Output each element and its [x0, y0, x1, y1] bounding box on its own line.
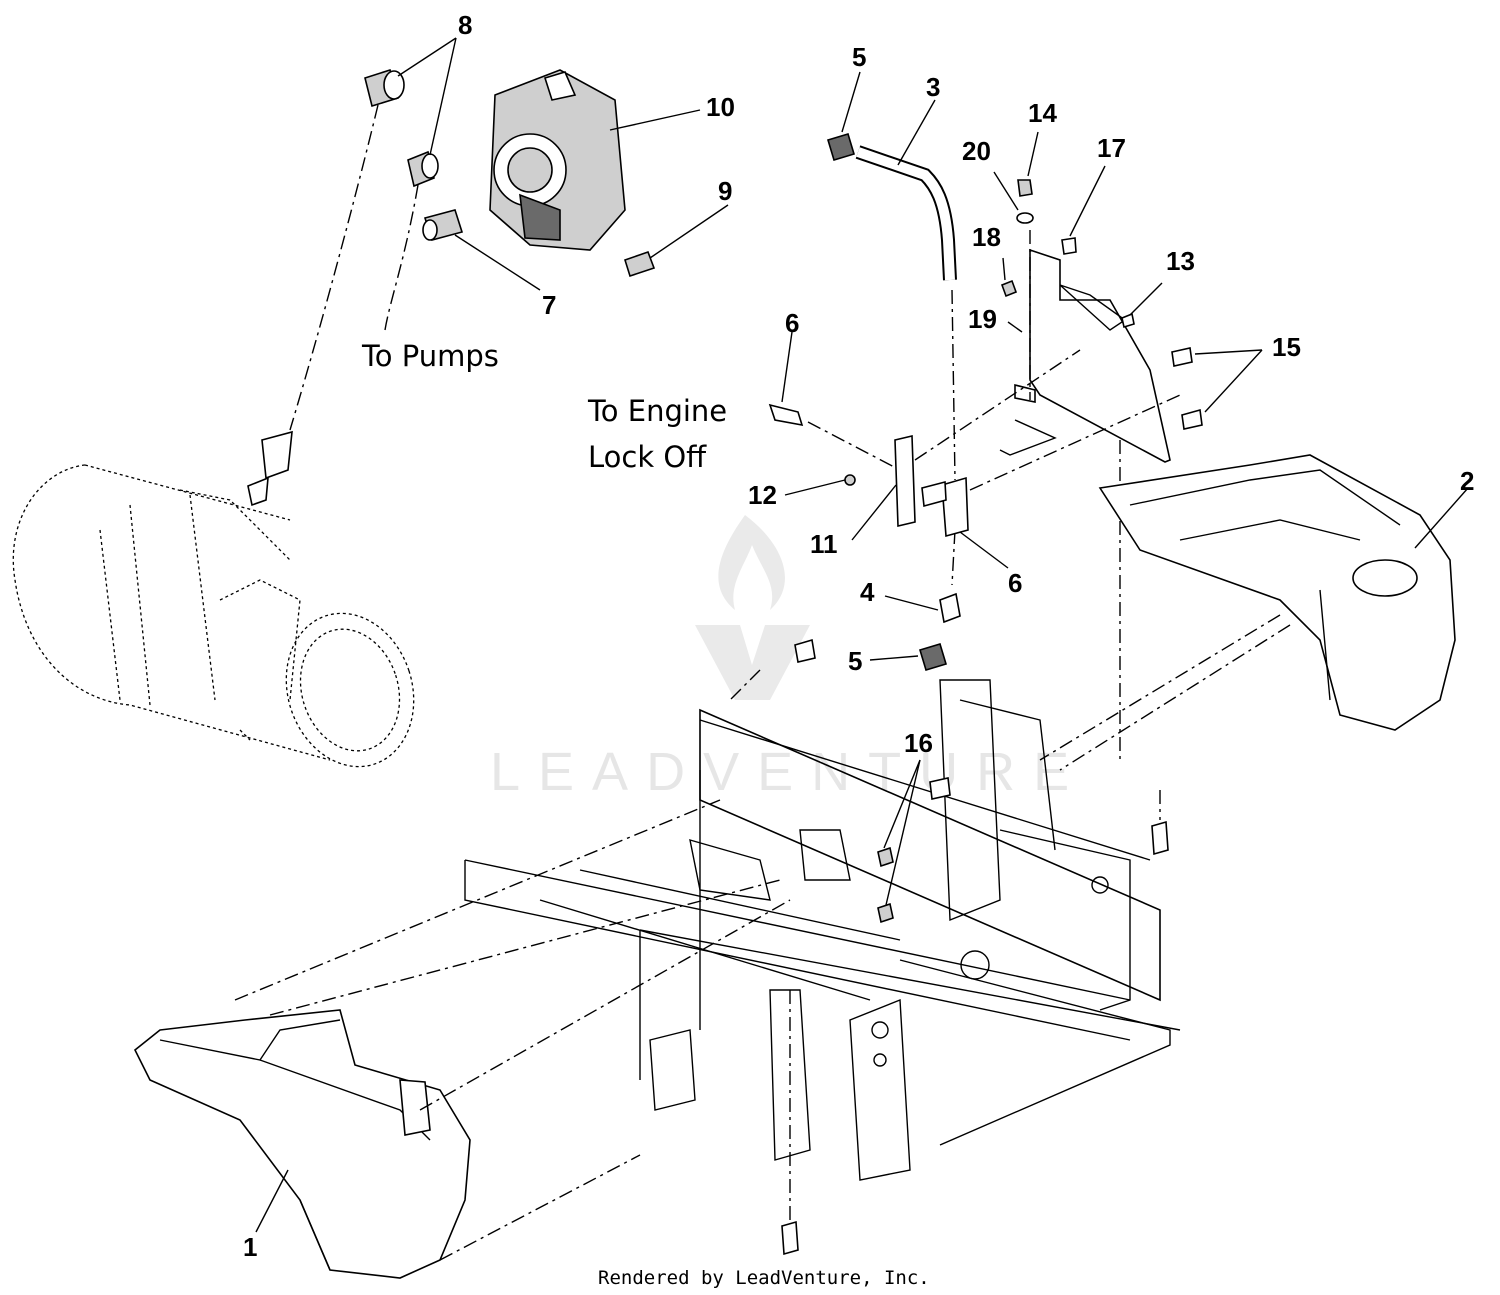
- callout-2: 2: [1460, 466, 1474, 496]
- watermark: LEADVENTURE: [490, 515, 1087, 802]
- part-19-nut: [1000, 279, 1018, 298]
- part-5-fitting-lower: [919, 643, 947, 671]
- callout-15: 14: [1028, 98, 1057, 128]
- part-10-fitting: [624, 250, 656, 278]
- notes: To Pumps To Engine Lock Off: [361, 339, 727, 474]
- chassis-screws: [729, 638, 1169, 1256]
- footer-credit: Rendered by LeadVenture, Inc.: [598, 1267, 930, 1289]
- part-3-fuel-line: [855, 145, 957, 586]
- part-16-bolts: [1171, 347, 1203, 430]
- callout-5-lower: 5: [848, 646, 862, 676]
- part-21-washer: [1016, 212, 1034, 224]
- part-8-fitting: [422, 209, 464, 241]
- callout-18: 17: [1097, 133, 1126, 163]
- callout-12: 11: [810, 529, 838, 559]
- part-13-nut: [844, 474, 856, 486]
- callout-17: 16: [904, 728, 933, 758]
- part-11-fuel-pump: [489, 69, 626, 251]
- callout-21: 20: [962, 136, 991, 166]
- callout-7: 6: [785, 308, 799, 338]
- part-15-screw: [1017, 179, 1033, 197]
- callout-16: 15: [1272, 332, 1301, 362]
- note-to-engine-line1: To Engine: [587, 394, 727, 428]
- part-1-left-console: [133, 799, 791, 1279]
- leader-lines: [255, 37, 1469, 1233]
- chassis-frame: [464, 679, 1181, 1181]
- part-14-screw: [1121, 312, 1135, 329]
- callout-19: 18: [972, 222, 1001, 252]
- fuel-tank: [12, 464, 415, 768]
- part-6-tee-fitting: [921, 476, 969, 538]
- part-4-elbow: [939, 592, 961, 624]
- mounting-plate: [914, 230, 1181, 760]
- callout-1: 1: [243, 1232, 257, 1262]
- part-18-bolt: [1061, 237, 1077, 255]
- watermark-text: LEADVENTURE: [490, 742, 1087, 802]
- note-to-engine-line2: Lock Off: [588, 440, 707, 474]
- callout-3: 3: [926, 72, 940, 102]
- callout-11: 10: [706, 92, 735, 122]
- callout-9: 8: [458, 10, 472, 40]
- callout-13: 12: [748, 480, 777, 510]
- part-7-fitting: [768, 403, 901, 471]
- part-12-bracket: [894, 434, 916, 528]
- part-17-bolts: [877, 777, 951, 924]
- callout-20: 19: [968, 304, 997, 334]
- note-to-pumps: To Pumps: [361, 339, 499, 373]
- callout-6: 6: [1008, 568, 1022, 598]
- callouts: 8 10 9 7 5 3 14 20 17 18 19 13 15 6 12 1…: [243, 10, 1474, 1262]
- callout-14: 13: [1166, 246, 1195, 276]
- watermark-logo: [695, 515, 810, 700]
- fuel-lines: [247, 104, 419, 507]
- part-5-fitting-upper: [827, 133, 855, 161]
- callout-8: 7: [542, 290, 556, 320]
- callout-10: 9: [718, 176, 732, 206]
- callout-4: 4: [860, 577, 875, 607]
- part-2-right-console: [1039, 454, 1456, 771]
- callout-5-upper: 5: [852, 42, 866, 72]
- part-9-elbow-fittings: [364, 68, 439, 188]
